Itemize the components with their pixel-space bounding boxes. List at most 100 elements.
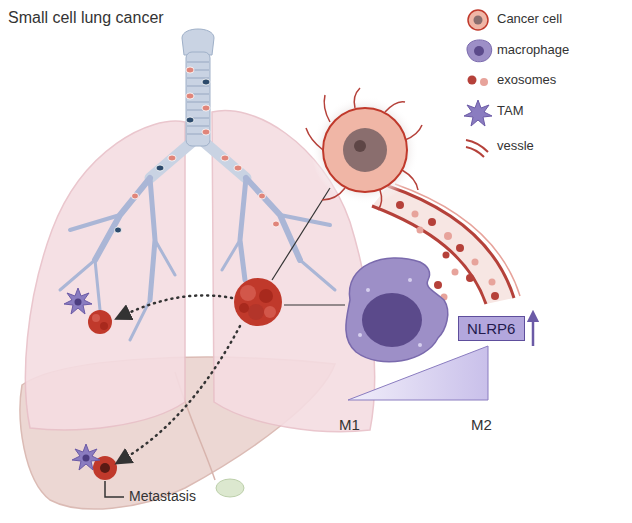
- cancer-cell-part-part: [354, 88, 360, 108]
- legend-icon-part: [466, 140, 488, 152]
- exosomes-part: [417, 227, 424, 234]
- cancer-cell-part-part: [402, 170, 418, 190]
- legend-icon: [468, 76, 489, 87]
- metastasis-arrows-part: [122, 295, 232, 316]
- cancer-cell-part: [323, 108, 407, 192]
- lymph-nodes-part: [132, 193, 139, 199]
- lungs-part: [25, 121, 185, 430]
- primary-tumor-part: [264, 306, 276, 318]
- primary-tumor-part: [240, 285, 256, 301]
- cancer-cell-part-part: [378, 190, 382, 210]
- exosomes-part: [412, 211, 419, 218]
- lymph-nodes-part: [202, 79, 210, 85]
- bronchial-tree-part: [70, 215, 120, 230]
- cancer-cell-part: [306, 88, 422, 210]
- leader-line: [105, 481, 124, 497]
- exosomes-part: [489, 279, 496, 286]
- lung-metastasis: [88, 310, 112, 334]
- trachea: [182, 29, 214, 146]
- lymph-nodes: [115, 67, 280, 233]
- trachea-part-part: [187, 101, 209, 103]
- macrophage-part: [366, 288, 370, 292]
- lymph-nodes-part: [273, 221, 280, 227]
- legend-icon-part: [464, 100, 492, 126]
- bronchial-tree-part: [130, 300, 150, 340]
- lymph-nodes-part: [186, 67, 194, 73]
- bronchial-tree-part: [95, 260, 100, 310]
- trachea-part: [186, 52, 210, 146]
- legend-icon: [467, 40, 492, 62]
- lymph-nodes-part: [202, 105, 210, 111]
- gene-box: NLRP6: [458, 316, 525, 341]
- metastasis-arrows: [122, 295, 240, 460]
- annotation-label: Metastasis: [129, 488, 196, 504]
- exosomes-part: [443, 252, 450, 259]
- cancer-cell-part-part: [306, 128, 323, 150]
- primary-tumor-part: [259, 289, 273, 303]
- lymph-nodes-part: [186, 117, 194, 123]
- zoom-lines-part: [284, 304, 345, 305]
- trachea-part-part: [187, 77, 209, 79]
- cancer-cell-part: [311, 96, 419, 204]
- legend-icon: [466, 140, 488, 157]
- macrophage-part: [408, 278, 412, 282]
- legend-icon-part: [480, 78, 488, 86]
- macrophage-part: [418, 343, 422, 347]
- lung-metastasis-part: [92, 314, 100, 322]
- exosomes-part: [428, 218, 436, 226]
- macrophage: [346, 258, 448, 362]
- liver-part: [216, 479, 244, 497]
- bronchial-tree: [60, 142, 335, 340]
- legend-text: vessle: [497, 139, 534, 154]
- cancer-cell-part-part: [385, 102, 405, 112]
- tam-cell-part: [72, 444, 100, 470]
- legend-icon-part: [468, 10, 488, 30]
- lymph-nodes-part: [234, 165, 242, 171]
- lymph-nodes-part: [221, 155, 229, 161]
- exosomes-part: [444, 232, 452, 240]
- zoom-lines-part: [272, 188, 330, 280]
- increase-arrow: [532, 316, 535, 346]
- legend-text: TAM: [497, 104, 523, 119]
- cancer-cell-part-part: [405, 125, 422, 140]
- legend-icon: [464, 100, 492, 126]
- primary-tumor-part: [248, 304, 264, 320]
- legend-icon: [468, 10, 488, 30]
- polarization-wedge: [348, 346, 488, 400]
- bronchial-tree-part: [150, 142, 192, 178]
- figure-title: Small cell lung cancer: [8, 9, 164, 27]
- bronchial-tree-part: [300, 260, 335, 290]
- macrophage-part: [346, 258, 448, 362]
- exosomes-part: [452, 269, 459, 276]
- tam-cell-part: [83, 455, 90, 462]
- primary-tumor-part: [239, 303, 249, 313]
- legend-icon-part: [474, 46, 484, 56]
- lymph-nodes-part: [259, 193, 266, 199]
- lymph-nodes-part: [186, 93, 194, 99]
- cancer-cell-part: [343, 128, 387, 172]
- tam-cell: [64, 288, 92, 314]
- macrophage-part: [358, 333, 362, 337]
- liver-metastasis-part: [100, 463, 110, 473]
- trachea-part-part: [187, 61, 209, 63]
- exosomes-part: [434, 281, 442, 289]
- trachea-part: [187, 62, 209, 134]
- gene-label: NLRP6: [467, 320, 515, 337]
- tam-cell-part: [75, 299, 82, 306]
- bronchial-tree-part: [204, 142, 246, 178]
- bronchial-tree-part: [222, 240, 240, 270]
- zoom-lines: [272, 188, 345, 305]
- trachea-part-part: [187, 125, 209, 127]
- bronchial-tree-part: [155, 240, 175, 275]
- lymph-nodes-part: [115, 227, 122, 233]
- annotation-label: M1: [339, 416, 360, 433]
- macrophage-part: [362, 293, 422, 347]
- bronchial-tree-part: [60, 260, 95, 290]
- primary-tumor-part: [234, 278, 282, 326]
- cancer-cell-part-part: [322, 188, 345, 200]
- lung-metastasis-part: [88, 310, 112, 334]
- primary-tumor: [234, 278, 282, 326]
- annotation-label: M2: [471, 416, 492, 433]
- lymph-nodes-part: [156, 165, 164, 171]
